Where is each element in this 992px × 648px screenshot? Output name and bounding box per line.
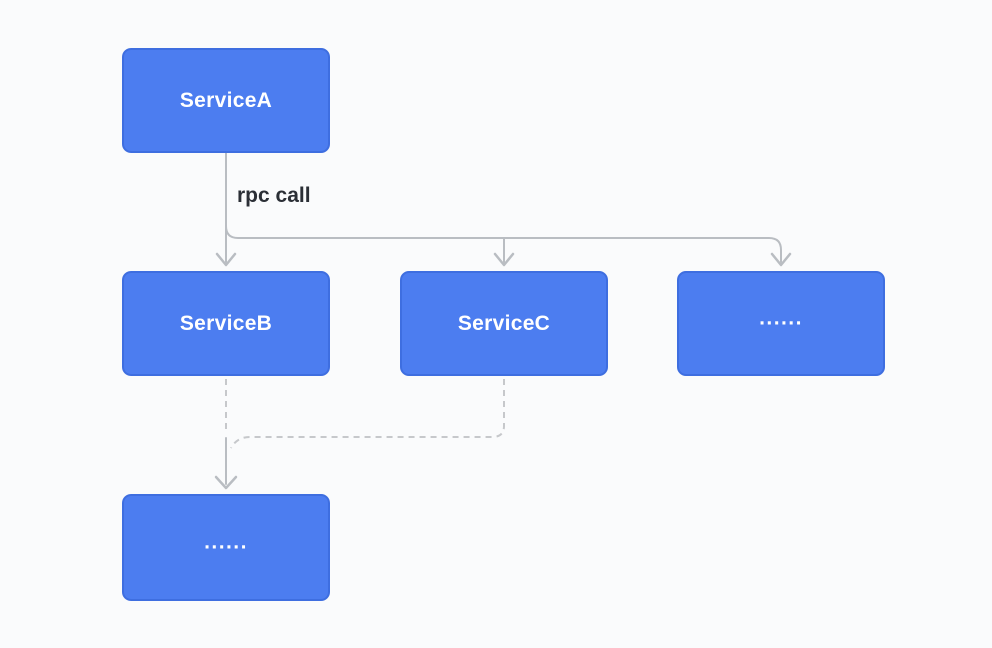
- node-ellipsis-bottom: ······: [122, 494, 330, 601]
- arrow-down-icon: [770, 252, 792, 267]
- dashed-edges: [214, 379, 505, 490]
- node-ellipsis-right: ······: [677, 271, 885, 376]
- node-servicec: ServiceC: [400, 271, 608, 376]
- edge-c-to-more2: [230, 379, 505, 449]
- node-label: ······: [759, 311, 803, 335]
- edge-a-branch: [225, 225, 782, 263]
- node-label: ServiceC: [457, 311, 551, 335]
- node-label: ServiceA: [179, 88, 273, 112]
- rpc-call-label: rpc call: [237, 184, 311, 207]
- node-serviceb: ServiceB: [122, 271, 330, 376]
- node-label: ······: [204, 535, 248, 559]
- arrow-down-icon: [215, 252, 237, 267]
- node-label: ServiceB: [179, 311, 273, 335]
- arrow-down-icon: [493, 252, 515, 267]
- node-servicea: ServiceA: [122, 48, 330, 153]
- arrow-down-icon: [214, 475, 238, 490]
- solid-edges: [215, 152, 792, 267]
